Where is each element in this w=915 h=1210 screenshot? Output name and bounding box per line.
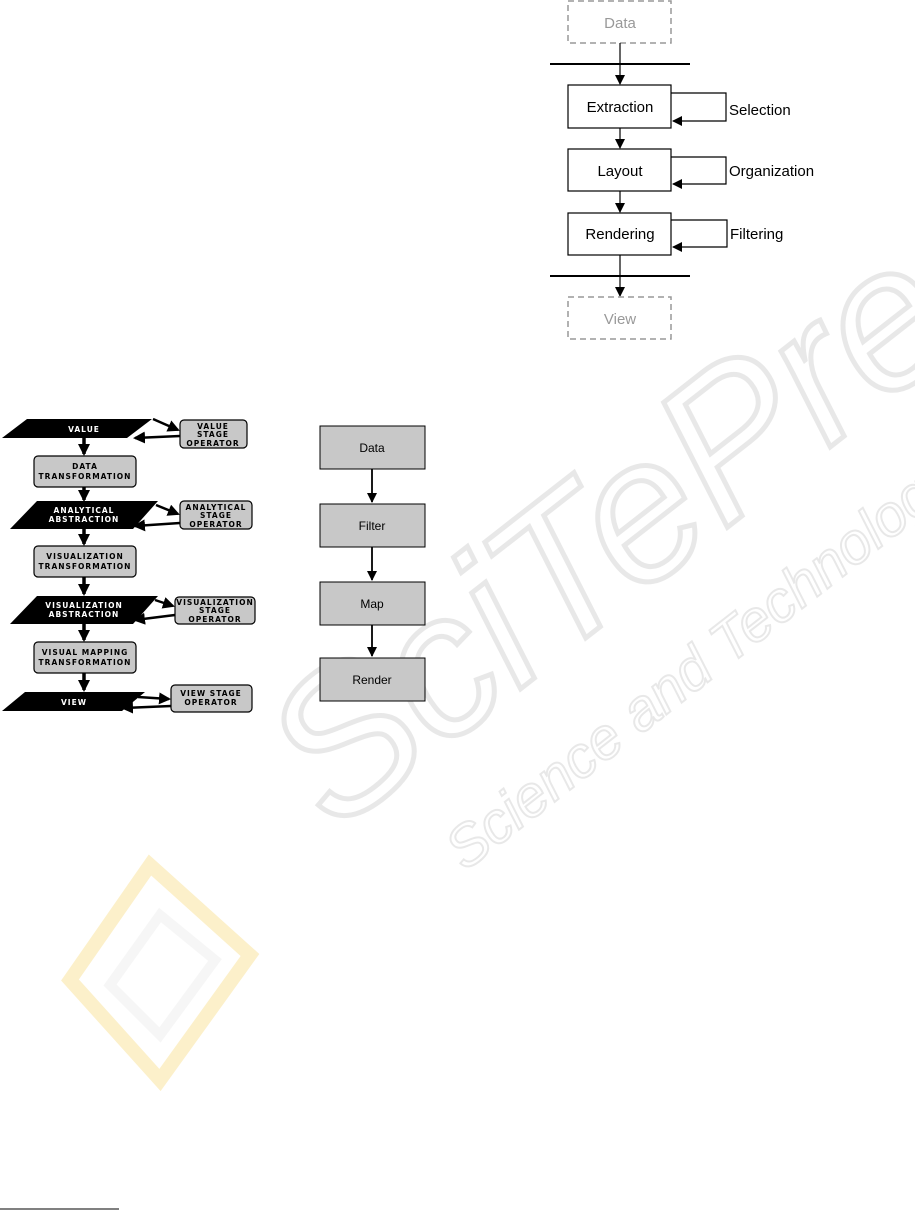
pipeline-diagram: Data Extraction Selection Layout Organiz… — [550, 0, 814, 340]
pipeline-operator-label: Filtering — [730, 226, 783, 243]
simple-pipeline-diagram: Data Filter Map Render — [319, 425, 426, 702]
loop-arrow-icon — [671, 92, 727, 126]
operator-label: OPERATOR — [189, 520, 242, 529]
transformation-label: DATA — [72, 462, 98, 471]
pipeline-stage-box — [567, 212, 672, 256]
pipeline-stage-box — [567, 148, 672, 192]
arrow-icon — [155, 503, 180, 516]
pipeline-step-box — [319, 581, 426, 626]
operator-box — [170, 684, 253, 713]
pipeline-operator-label: Selection — [729, 102, 791, 119]
operator-box — [174, 596, 256, 625]
state-label: VISUALIZATION — [45, 601, 122, 610]
state-label: VALUE — [68, 425, 100, 434]
pipeline-operator-label: Organization — [729, 163, 814, 180]
pipeline-stage-label: Extraction — [587, 99, 654, 116]
pipeline-step-box — [319, 657, 426, 702]
operator-label: OPERATOR — [184, 698, 237, 707]
arrow-icon — [133, 431, 181, 444]
transformation-label: TRANSFORMATION — [39, 562, 132, 571]
loop-arrow-icon — [671, 156, 727, 189]
state-box — [10, 501, 158, 529]
pipeline-stage-box — [567, 84, 672, 129]
operator-label: VISUALIZATION — [176, 598, 253, 607]
operator-label: OPERATOR — [188, 615, 241, 624]
pipeline-output-label: View — [604, 311, 636, 328]
pipeline-input-label: Data — [604, 15, 636, 32]
transformation-label: TRANSFORMATION — [39, 658, 132, 667]
operator-label: STAGE — [200, 511, 232, 520]
arrow-icon — [133, 612, 176, 625]
arrow-icon — [137, 692, 171, 705]
pipeline-step-label: Map — [360, 597, 384, 611]
pipeline-output-box — [567, 296, 672, 340]
pipeline-input-box — [567, 0, 672, 44]
operator-label: STAGE — [199, 606, 231, 615]
operator-label: VIEW STAGE — [180, 689, 242, 698]
transformation-label: VISUALIZATION — [46, 552, 123, 561]
pipeline-stage-label: Layout — [597, 163, 643, 180]
pipeline-step-box — [319, 503, 426, 548]
operator-box — [179, 419, 248, 449]
watermark-logo — [61, 854, 260, 1092]
state-box — [2, 419, 152, 438]
arrow-icon — [121, 701, 172, 714]
operator-label: OPERATOR — [186, 439, 239, 448]
pipeline-step-label: Render — [352, 673, 391, 687]
pipeline-step-box — [319, 425, 426, 470]
pipeline-stage-label: Rendering — [585, 226, 654, 243]
operator-label: STAGE — [197, 430, 229, 439]
pipeline-step-label: Data — [359, 441, 385, 455]
state-box — [10, 596, 158, 624]
operator-box — [179, 500, 253, 530]
state-box — [2, 692, 145, 711]
arrow-icon — [152, 417, 180, 432]
arrow-icon — [154, 597, 175, 609]
state-label: ANALYTICAL — [54, 506, 115, 515]
state-label: VIEW — [61, 698, 87, 707]
operator-label: VALUE — [197, 422, 229, 431]
loop-arrow-icon — [671, 219, 728, 252]
operator-label: ANALYTICAL — [186, 503, 247, 512]
arrow-icon — [133, 519, 181, 532]
transformation-label: VISUAL MAPPING — [42, 648, 129, 657]
transformation-label: TRANSFORMATION — [39, 472, 132, 481]
pipeline-step-label: Filter — [359, 519, 386, 533]
state-model-diagram: VALUE VALUE STAGE OPERATOR DATA TRANSFOR… — [2, 417, 256, 714]
state-label: ABSTRACTION — [49, 610, 120, 619]
state-label: ABSTRACTION — [49, 515, 120, 524]
